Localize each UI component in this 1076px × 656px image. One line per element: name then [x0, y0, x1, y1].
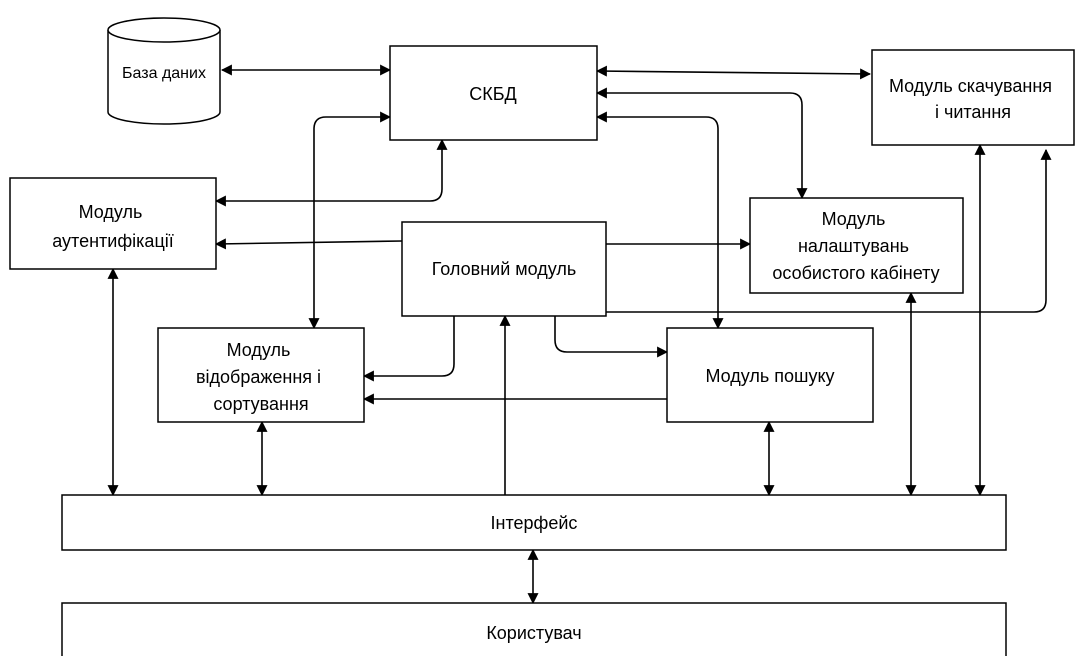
- dbms-label: СКБД: [469, 84, 517, 104]
- edge-dbms-download: [595, 65, 872, 80]
- edge-main-auth: [214, 238, 403, 250]
- edge-auth-dbms: [214, 138, 448, 207]
- dbms-node: СКБД: [389, 45, 598, 141]
- search-module-label: Модуль пошуку: [705, 366, 834, 386]
- edge-main-search: [554, 316, 669, 358]
- database-node: База даних: [107, 17, 221, 125]
- download-module-node: Модуль скачування і читання: [871, 49, 1075, 146]
- auth-module-label: Модуль аутентифікації: [52, 202, 174, 251]
- auth-module-node: Модуль аутентифікації: [9, 177, 217, 270]
- user-label: Користувач: [486, 623, 581, 643]
- display-module-label: Модуль відображення і сортування: [196, 340, 326, 414]
- edge-dbms-search: [595, 111, 724, 330]
- main-module-node: Головний модуль: [401, 221, 607, 317]
- search-module-node: Модуль пошуку: [666, 327, 874, 423]
- interface-node: Інтерфейс: [61, 494, 1007, 551]
- edge-main-display: [362, 316, 455, 382]
- edge-dbms-display: [308, 111, 392, 330]
- settings-module-label: Модуль налаштувань особистого кабінету: [772, 209, 939, 283]
- main-module-label: Головний модуль: [432, 259, 576, 279]
- settings-module-node: Модуль налаштувань особистого кабінету: [749, 197, 964, 294]
- edge-dbms-settings: [595, 87, 808, 200]
- database-label: База даних: [122, 65, 206, 82]
- download-module-label: Модуль скачування і читання: [889, 76, 1057, 122]
- interface-label: Інтерфейс: [491, 513, 578, 533]
- display-module-node: Модуль відображення і сортування: [157, 327, 365, 423]
- edges: [107, 64, 1052, 605]
- edge-main-download: [606, 148, 1052, 313]
- user-node: Користувач: [61, 602, 1007, 656]
